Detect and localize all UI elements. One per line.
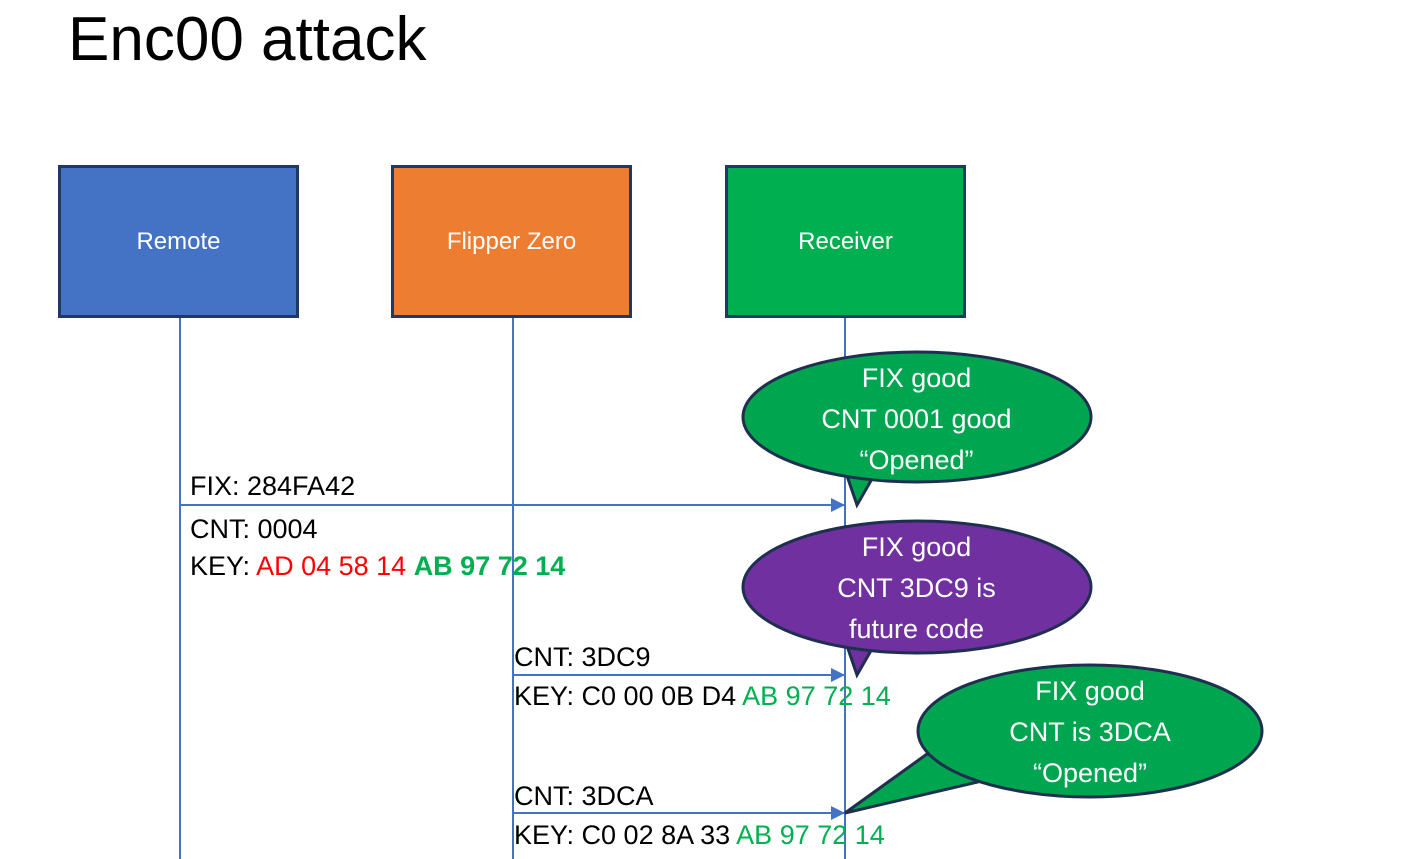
actor-label-flipper-zero: Flipper Zero bbox=[446, 227, 577, 255]
actor-box-flipper-zero: Flipper Zero bbox=[391, 165, 632, 318]
message-2-cnt-label: CNT: 3DC9 bbox=[514, 642, 651, 672]
message-1-key-second: AB 97 72 14 bbox=[413, 551, 566, 581]
lifeline-remote bbox=[179, 318, 181, 859]
message-arrow-1-head-icon bbox=[831, 498, 845, 512]
actor-label-receiver: Receiver bbox=[798, 227, 893, 255]
bubble-first-code-shape bbox=[741, 350, 1093, 509]
message-1-key-label: KEY: AD 04 58 14 AB 97 72 14 bbox=[190, 548, 565, 584]
message-2-key-label: KEY: C0 00 0B D4 AB 97 72 14 bbox=[514, 678, 891, 714]
message-3-key-prefix: KEY: C0 02 8A 33 bbox=[514, 820, 737, 850]
actor-label-remote: Remote bbox=[136, 227, 221, 255]
lifeline-flipper-zero bbox=[512, 318, 514, 859]
bubble-opened-3dca-shape bbox=[844, 663, 1264, 815]
message-arrow-2-line bbox=[513, 674, 845, 676]
actor-box-receiver: Receiver bbox=[725, 165, 966, 318]
message-1-key-first: AD 04 58 14 bbox=[256, 551, 407, 581]
bubble-future-code-shape bbox=[741, 519, 1093, 679]
message-3-key-second: AB 97 72 14 bbox=[736, 820, 885, 850]
message-arrow-3-head-icon bbox=[831, 806, 845, 820]
message-2-key-second: AB 97 72 14 bbox=[742, 681, 891, 711]
message-3-cnt-label: CNT: 3DCA bbox=[514, 781, 654, 811]
page-title: Enc00 attack bbox=[68, 5, 427, 74]
message-2-key-prefix: KEY: C0 00 0B D4 bbox=[514, 681, 743, 711]
message-arrow-3-line bbox=[513, 812, 845, 814]
message-3-key-label: KEY: C0 02 8A 33 AB 97 72 14 bbox=[514, 817, 885, 853]
message-1-key-prefix: KEY: bbox=[190, 551, 257, 581]
actor-box-remote: Remote bbox=[58, 165, 299, 318]
message-1-fix-label: FIX: 284FA42 bbox=[190, 471, 356, 501]
message-arrow-1-line bbox=[180, 504, 845, 506]
message-arrow-2-head-icon bbox=[831, 668, 845, 682]
message-1-cnt-label: CNT: 0004 bbox=[190, 514, 318, 544]
message-1-key-space bbox=[406, 551, 414, 581]
